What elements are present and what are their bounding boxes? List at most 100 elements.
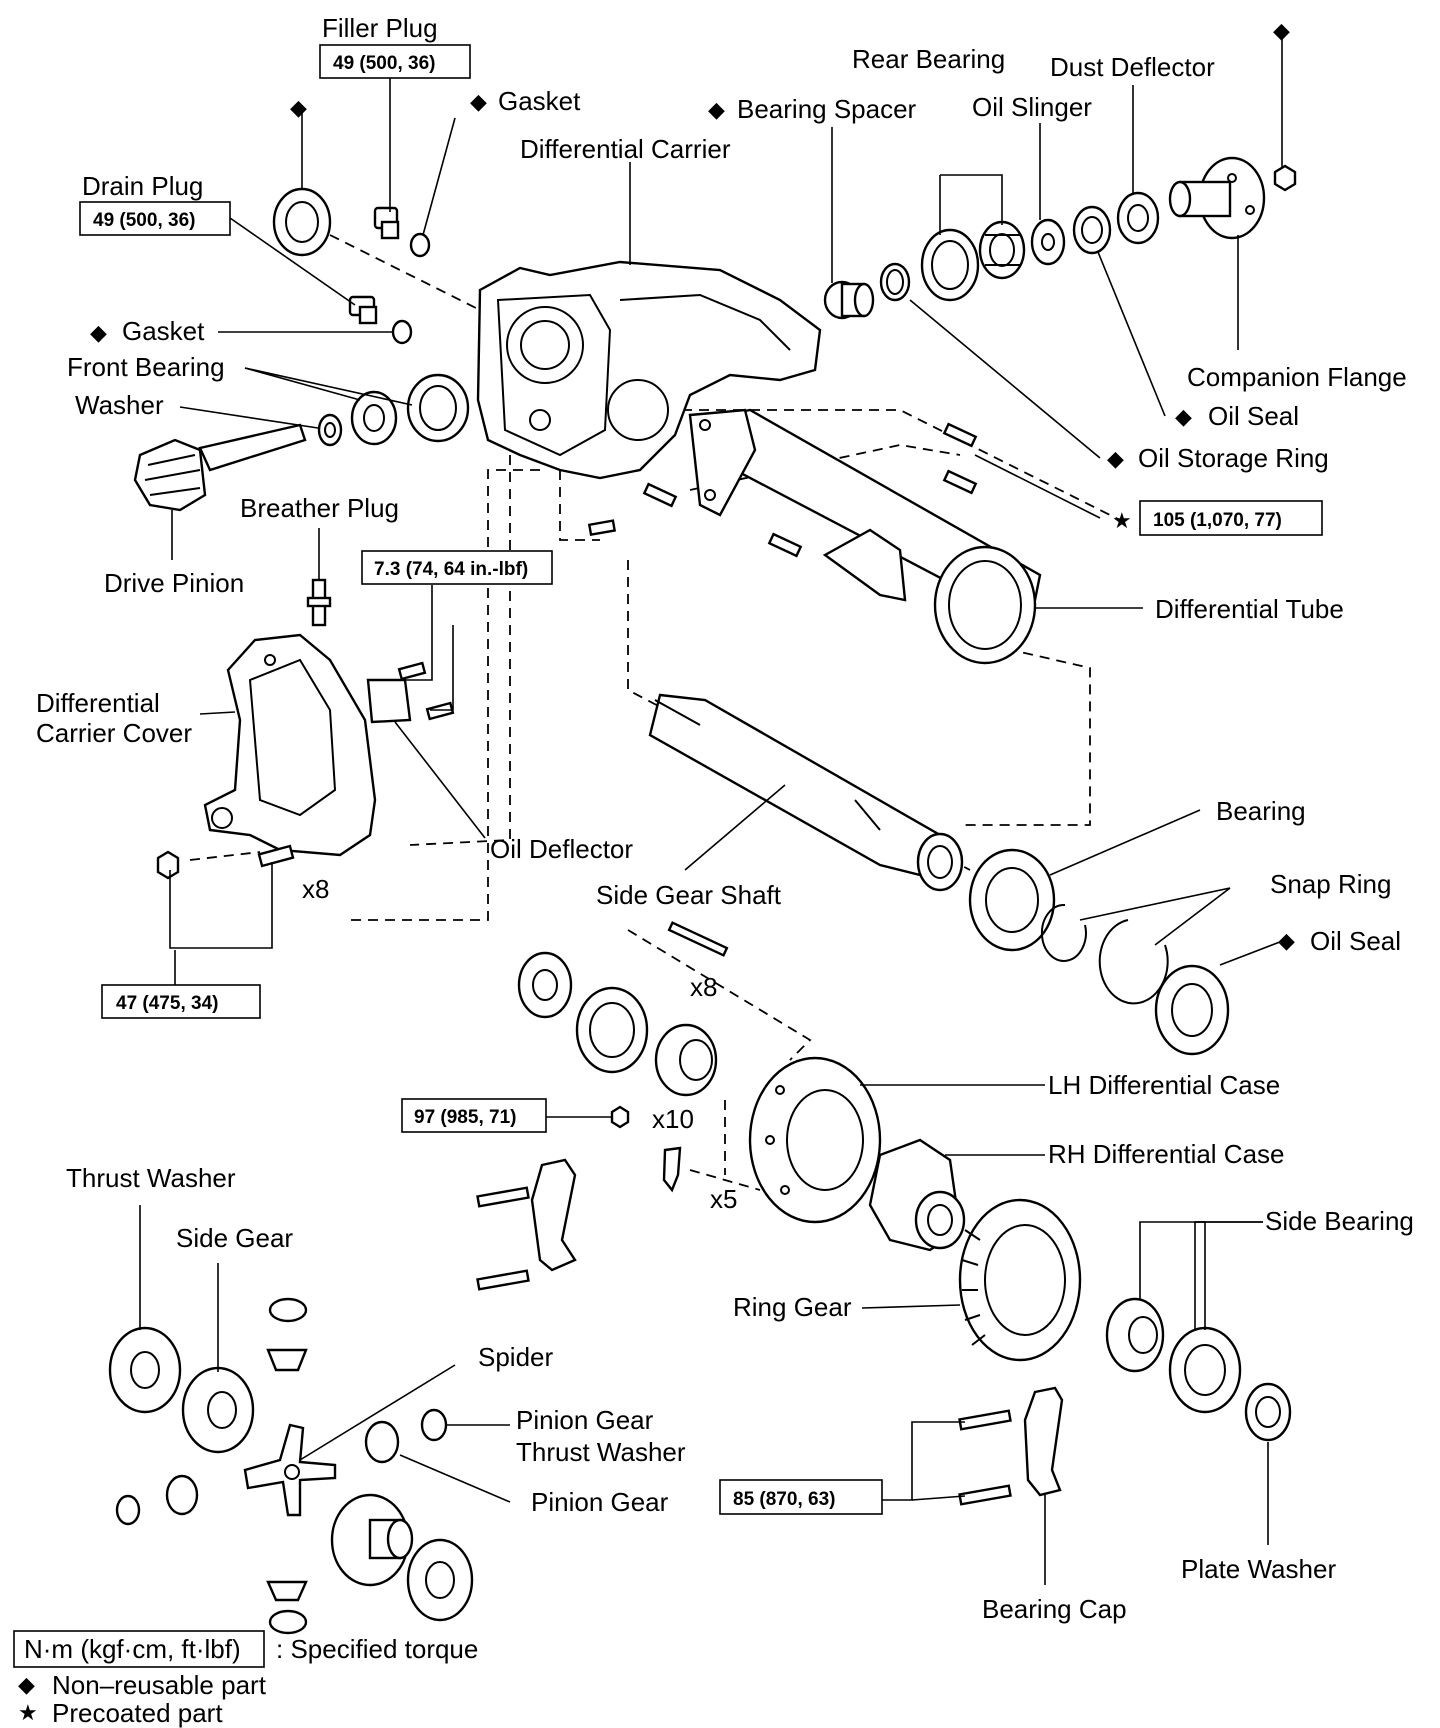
svg-text:7.3 (74, 64 in.-lbf): 7.3 (74, 64 in.-lbf) — [374, 559, 528, 580]
marker-precoated-tube: ★ — [1112, 509, 1132, 534]
rear-bearing-outer-race-part — [920, 228, 980, 302]
label-pinion-gear-thrust-washer-2: Thrust Washer — [516, 1437, 686, 1467]
label-pinion-gear-thrust-washer-1: Pinion Gear — [516, 1405, 654, 1435]
snap-ring-large-part — [1098, 919, 1169, 1005]
label-snap-ring: Snap Ring — [1270, 869, 1391, 899]
legend-non-reusable-text: Non–reusable part — [52, 1670, 267, 1700]
torque-box-oil-deflector: 7.3 (74, 64 in.-lbf) — [361, 550, 553, 585]
dust-deflector-part — [1116, 191, 1160, 245]
label-rear-bearing: Rear Bearing — [852, 44, 1005, 74]
side-oil-seal-part — [1154, 964, 1230, 1056]
label-oil-seal-right: Oil Seal — [1310, 926, 1401, 956]
companion-flange-part — [1168, 156, 1266, 240]
label-differential-carrier: Differential Carrier — [520, 134, 731, 164]
marker-oil-seal-top: ◆ — [1175, 405, 1192, 430]
torque-box-tube-bolts: 105 (1,070, 77) — [1139, 500, 1323, 536]
label-side-gear: Side Gear — [176, 1223, 293, 1253]
label-differential-carrier-cover-1: Differential — [36, 688, 160, 718]
marker-bearing-spacer: ◆ — [708, 98, 725, 123]
front-bearing-race-part — [406, 373, 470, 443]
label-oil-slinger: Oil Slinger — [972, 92, 1092, 122]
marker-seal-top: ◆ — [290, 96, 307, 121]
front-bearing-cone-part — [350, 390, 398, 446]
non-reusable-markers: ◆ ◆ ◆ ◆ ◆ ◆ ◆ ◆ ★ — [90, 19, 1295, 954]
torque-box-drain-plug: 49 (500, 36) — [79, 201, 231, 236]
svg-text:85 (870, 63): 85 (870, 63) — [733, 1489, 835, 1510]
label-washer: Washer — [75, 390, 164, 420]
label-ring-gear: Ring Gear — [733, 1292, 852, 1322]
assembly-guide-lines — [189, 234, 1121, 1191]
thrust-washer-lower-part — [406, 1538, 474, 1622]
label-oil-storage-ring: Oil Storage Ring — [1138, 443, 1329, 473]
filler-plug-part — [373, 206, 400, 240]
lh-differential-case-part — [748, 1056, 882, 1224]
svg-text:97 (985, 71): 97 (985, 71) — [414, 1107, 516, 1128]
oil-storage-ring-part — [879, 262, 911, 302]
qty-case-bolts-mid: x10 — [652, 1104, 694, 1134]
label-companion-flange: Companion Flange — [1187, 362, 1407, 392]
svg-text:105 (1,070, 77): 105 (1,070, 77) — [1153, 510, 1282, 531]
label-oil-deflector: Oil Deflector — [490, 834, 633, 864]
pinion-gear-right-part — [364, 1420, 400, 1464]
marker-gasket-left: ◆ — [90, 321, 107, 346]
label-bearing-spacer: Bearing Spacer — [737, 94, 917, 124]
bearing-cap-bolts-right-part — [958, 1409, 1012, 1506]
pinion-gear-thrust-washer-top-part — [268, 1297, 308, 1323]
label-side-gear-shaft: Side Gear Shaft — [596, 880, 782, 910]
svg-text:49 (500, 36): 49 (500, 36) — [93, 210, 195, 231]
oil-slinger-part — [1030, 218, 1066, 266]
side-bearing-race-right-part — [1168, 1326, 1242, 1414]
qty-case-bolts-top: x8 — [690, 972, 717, 1002]
marker-oil-storage-ring: ◆ — [1107, 447, 1124, 472]
case-bolt-part — [610, 1105, 630, 1129]
drain-gasket-part — [391, 319, 413, 345]
differential-tube-part — [688, 408, 1042, 665]
label-lh-differential-case: LH Differential Case — [1048, 1070, 1280, 1100]
lock-plate-part — [662, 1146, 682, 1193]
label-side-bearing: Side Bearing — [1265, 1206, 1414, 1236]
quantity-tags: x8 x8 x10 x5 — [302, 874, 737, 1214]
pinion-gear-thrust-washer-left-part — [115, 1494, 141, 1526]
ring-gear-part — [958, 1198, 1082, 1362]
legend: N·m (kgf·cm, ft·lbf) : Specified torque … — [13, 1630, 478, 1728]
legend-non-reusable-symbol: ◆ — [18, 1673, 35, 1698]
label-plate-washer: Plate Washer — [1181, 1554, 1336, 1584]
pinion-gear-thrust-washer-right-part — [420, 1408, 448, 1442]
oil-deflector-part — [366, 678, 412, 724]
companion-flange-nut-part — [1273, 164, 1297, 192]
label-drain-plug: Drain Plug — [82, 171, 203, 201]
torque-box-case-bolts: 97 (985, 71) — [401, 1098, 547, 1133]
drain-plug-part — [348, 295, 378, 325]
rh-differential-case-part — [868, 1138, 966, 1252]
side-bearing-part — [968, 848, 1056, 952]
label-pinion-gear: Pinion Gear — [531, 1487, 669, 1517]
filler-gasket-part — [409, 232, 431, 258]
label-front-bearing: Front Bearing — [67, 352, 225, 382]
oil-deflector-bolts-part — [397, 661, 455, 721]
pinion-gear-top-part — [266, 1348, 308, 1372]
pinion-gear-bottom-part — [266, 1580, 308, 1602]
bearing-cap-left-part — [530, 1158, 577, 1272]
drive-pinion-part — [133, 423, 307, 512]
side-gear-upper-part — [181, 1366, 255, 1454]
bearing-cap-right-part — [1023, 1386, 1064, 1497]
label-gasket-left: Gasket — [122, 316, 205, 346]
breather-plug-part — [306, 578, 332, 627]
torque-box-cover-bolts: 47 (475, 34) — [101, 984, 261, 1019]
plate-washer-right-part — [1244, 1382, 1292, 1442]
marker-oil-seal-right: ◆ — [1278, 929, 1295, 954]
side-gear-shaft-part — [648, 693, 964, 892]
differential-carrier-part — [476, 260, 822, 480]
label-drive-pinion: Drive Pinion — [104, 568, 244, 598]
side-bearing-right-part — [1105, 1297, 1165, 1373]
label-thrust-washer: Thrust Washer — [66, 1163, 236, 1193]
qty-case-locks: x5 — [710, 1184, 737, 1214]
pinion-gear-left-part — [165, 1474, 199, 1516]
label-oil-seal-top: Oil Seal — [1208, 401, 1299, 431]
front-oil-seal-part — [1072, 205, 1112, 255]
label-breather-plug: Breather Plug — [240, 493, 399, 523]
bearing-spacer-part — [823, 280, 875, 320]
washer-part — [317, 413, 343, 447]
